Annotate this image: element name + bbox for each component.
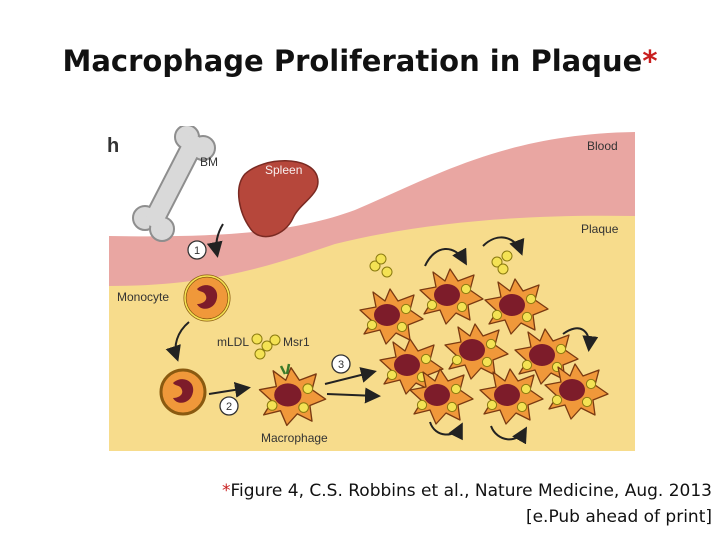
msr1-receptor-icon <box>279 363 291 375</box>
citation-caption: *Figure 4, C.S. Robbins et al., Nature M… <box>112 478 712 530</box>
bm-label: BM <box>200 155 218 169</box>
spleen-label: Spleen <box>265 163 302 177</box>
step-2-number: 2 <box>226 401 232 413</box>
cluster-mldl-particles <box>369 250 513 278</box>
step-3-number: 3 <box>338 359 344 371</box>
arrow-step-3b <box>326 387 381 404</box>
step-1-number: 1 <box>194 245 200 257</box>
msr1-label: Msr1 <box>283 335 310 349</box>
mldl-label: mLDL <box>217 335 249 349</box>
panel-label: h <box>107 135 119 157</box>
step-1-badge: 1 <box>187 240 207 260</box>
monocyte-label: Monocyte <box>117 290 169 304</box>
proliferation-arrow <box>562 327 599 352</box>
macrophage-label: Macrophage <box>261 431 328 445</box>
monocyte-cell <box>183 274 231 322</box>
spleen-icon <box>237 160 319 238</box>
proliferation-arrow <box>482 236 525 256</box>
blood-label: Blood <box>587 139 618 153</box>
proliferation-arrow <box>490 425 527 445</box>
proliferation-arrow <box>424 247 467 267</box>
arrow-step-3a <box>324 367 377 385</box>
caption-line-1: *Figure 4, C.S. Robbins et al., Nature M… <box>112 478 712 504</box>
title-text: Macrophage Proliferation in Plaque <box>62 44 643 78</box>
mldl-particles <box>251 333 281 360</box>
bone-icon <box>132 126 216 242</box>
step-2-badge: 2 <box>219 396 239 416</box>
plaque-label: Plaque <box>581 222 619 236</box>
arrow-monocyte-down <box>165 321 190 362</box>
arrow-step-2 <box>208 381 251 398</box>
proliferation-arrow <box>429 421 463 441</box>
title-asterisk: * <box>642 44 658 78</box>
macrophage-proliferation-diagram: h BM Spleen Blood Plaque 1 Monocyte 2 <box>105 126 635 451</box>
caption-text-1: Figure 4, C.S. Robbins et al., Nature Me… <box>230 481 712 501</box>
step-3-badge: 3 <box>331 354 351 374</box>
caption-asterisk: * <box>221 481 231 501</box>
caption-line-2: [e.Pub ahead of print] <box>525 507 712 527</box>
arrow-step-1 <box>206 223 224 258</box>
monocyte-in-plaque <box>159 368 207 416</box>
slide-title: Macrophage Proliferation in Plaque* <box>0 44 720 78</box>
